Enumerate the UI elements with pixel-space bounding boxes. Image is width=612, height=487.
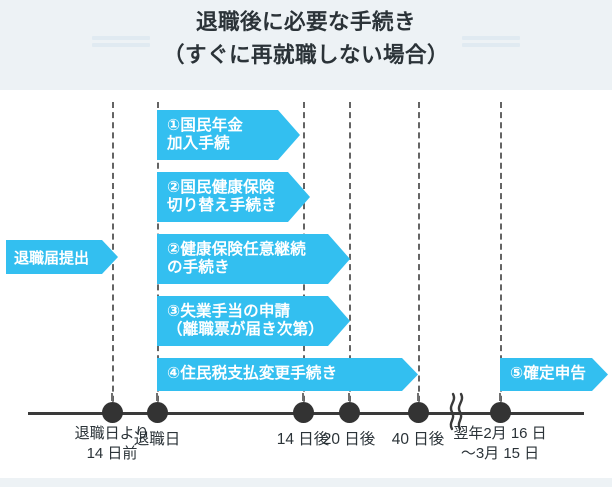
page-title-line-2: （すぐに再就職しない場合） bbox=[162, 43, 449, 67]
axis-break-icon bbox=[442, 390, 472, 432]
footer-band bbox=[0, 478, 612, 487]
axis-label-4: 20 日後 bbox=[322, 431, 376, 448]
page-title: 退職後に必要な手続き （すぐに再就職しない場合） bbox=[0, 6, 612, 72]
gridline-4 bbox=[349, 102, 351, 422]
axis-label-3: 14 日後 bbox=[276, 431, 330, 448]
task-bar-2: ②国民健康保険 切り替え手続き bbox=[157, 172, 310, 222]
task-bar-label-5: ④住民税支払変更手続き bbox=[167, 365, 338, 383]
task-bar-4: ③失業手当の申請 （離職票が届き次第） bbox=[157, 296, 350, 346]
axis-label-6: 翌年2月 16 日 ～3月 15 日 bbox=[453, 425, 547, 462]
axis-tick-dot-2 bbox=[146, 402, 168, 423]
axis-tick-dot-5 bbox=[407, 402, 429, 423]
task-bar-label-4: ③失業手当の申請 （離職票が届き次第） bbox=[167, 302, 325, 338]
task-bar-3: ②健康保険任意継続 の手続き bbox=[157, 234, 350, 284]
header-band: 退職後に必要な手続き （すぐに再就職しない場合） bbox=[0, 0, 612, 90]
timeline-chart: 退職届提出 ①国民年金 加入手続 ②国民健康保険 切り替え手続き ②健康保険任意継続… bbox=[0, 90, 612, 478]
task-bar-label-6: ⑤確定申告 bbox=[510, 365, 587, 383]
page-title-line-1: 退職後に必要な手続き bbox=[195, 10, 416, 34]
axis-label-5: 40 日後 bbox=[391, 431, 445, 448]
axis-tick-stub-5 bbox=[417, 393, 419, 401]
axis-tick-dot-4 bbox=[338, 402, 360, 423]
task-bar-label-2: ②国民健康保険 切り替え手続き bbox=[167, 178, 277, 214]
left-tag-resignation-notice: 退職届提出 bbox=[6, 240, 118, 274]
left-tag-label: 退職届提出 bbox=[14, 249, 90, 267]
gridline-5 bbox=[418, 102, 420, 422]
axis-tick-stub-4 bbox=[348, 393, 350, 401]
axis-label-1: 退職日より 14 日前 bbox=[74, 425, 150, 462]
task-bar-6: ⑤確定申告 bbox=[500, 358, 608, 391]
gridline-6 bbox=[500, 102, 502, 422]
axis-tick-stub-1 bbox=[111, 393, 113, 401]
axis-tick-stub-2 bbox=[156, 393, 158, 401]
task-bar-1: ①国民年金 加入手続 bbox=[157, 110, 300, 160]
axis-tick-stub-6 bbox=[499, 393, 501, 401]
decoration-rule-right bbox=[462, 36, 520, 47]
axis-tick-dot-6 bbox=[489, 402, 511, 423]
task-bar-label-3: ②健康保険任意継続 の手続き bbox=[167, 240, 306, 276]
axis-tick-dot-3 bbox=[292, 402, 314, 423]
decoration-rule-left bbox=[92, 36, 150, 47]
task-bar-5: ④住民税支払変更手続き bbox=[157, 358, 418, 391]
axis-tick-dot-1 bbox=[101, 402, 123, 423]
axis-label-2: 退職日 bbox=[133, 431, 181, 448]
axis-tick-stub-3 bbox=[302, 393, 304, 401]
task-bar-label-1: ①国民年金 加入手続 bbox=[167, 116, 244, 152]
